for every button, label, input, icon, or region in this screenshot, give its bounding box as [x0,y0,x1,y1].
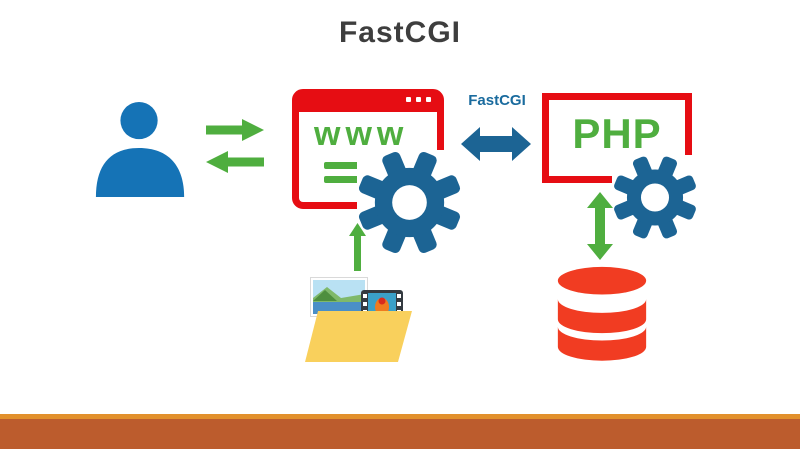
request-arrow-right-icon [206,119,264,141]
database-icon [556,266,648,369]
fastcgi-double-arrow-icon [461,124,531,164]
db-double-arrow-icon [586,192,614,260]
window-dots-icon [406,97,431,102]
browser-titlebar [299,96,437,112]
response-arrow-left-icon [206,151,264,173]
text-line-bar [324,162,369,169]
text-line-bar [324,176,369,183]
web-server-window: www [292,89,444,209]
php-label: PHP [572,110,662,157]
person-icon [93,99,189,197]
upload-arrow-icon [349,223,366,271]
page-title: FastCGI [338,16,462,49]
photo-icon [310,277,368,317]
fastcgi-connector-label: FastCGI [468,92,526,109]
footer-bar [0,419,800,449]
php-gear-icon [612,155,698,240]
folder-icon [305,311,412,362]
web-server-gear-icon [357,150,462,255]
footer-accent-stripe [0,414,800,419]
www-label: www [314,115,409,153]
